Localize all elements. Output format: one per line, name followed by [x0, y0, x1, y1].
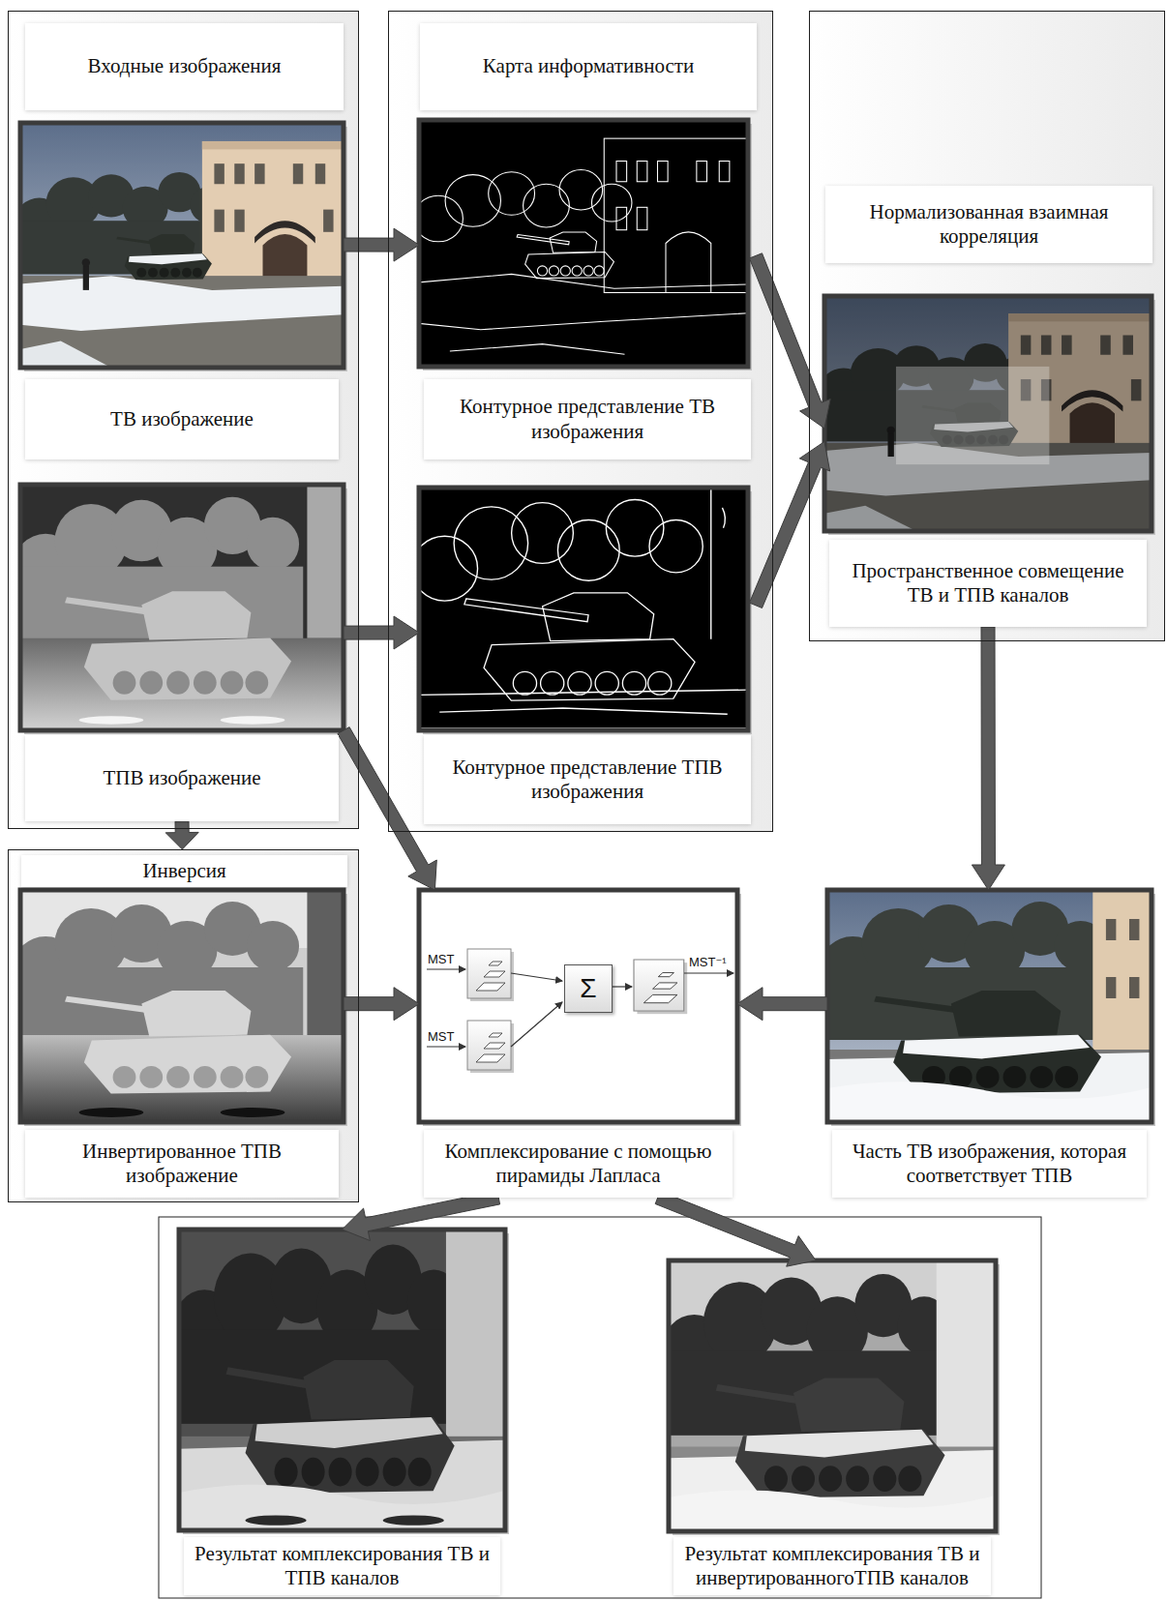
fused-image: [661, 1260, 996, 1532]
caption-box: Часть ТВ изображения, которая соответств…: [832, 1130, 1147, 1198]
inverted-image: [13, 890, 344, 1123]
node-text: Нормализованная взаимная корреляция: [833, 200, 1145, 249]
flow-arrow: [971, 627, 1005, 891]
flow-arrow: [165, 821, 199, 850]
caption-box: Комплексирование с помощью пирамиды Лапл…: [423, 1130, 733, 1198]
process-panel: Нормализованная взаимная корреляцияПрост…: [808, 10, 1166, 642]
flow-arrow: [737, 987, 828, 1021]
input-panel: Входные изображения ТВ изображениеТПВ изо…: [7, 10, 360, 830]
signal-label: MST: [427, 1029, 454, 1045]
signal-label: MST⁻¹: [688, 955, 727, 970]
panel-header: Входные изображения: [25, 23, 344, 111]
process-panel: ИнверсияИнвертированное ТПВ изображение: [7, 849, 360, 1203]
node-text: Контурное представление ТПВ изображения: [431, 755, 744, 805]
pyramid-icon: [467, 949, 514, 1002]
image-block: Контурное представление ТПВ изображения: [418, 487, 756, 825]
node-text: Часть ТВ изображения, которая соответств…: [839, 1139, 1139, 1189]
node-text: Результат комплексирования ТВ и инвертир…: [681, 1542, 984, 1591]
image-block: Пространственное совмещение ТВ и ТПВ кан…: [824, 296, 1152, 628]
image-frame: [824, 296, 1152, 532]
tv-image: [15, 122, 344, 368]
panel-fill: [808, 10, 1166, 642]
flow-arrow: [343, 987, 419, 1021]
node-text: Комплексирование с помощью пирамиды Лапл…: [431, 1139, 725, 1189]
tv-crop-image: [820, 890, 1152, 1123]
caption-box: Результат комплексирования ТВ и инвертир…: [673, 1537, 991, 1596]
contour-image: [412, 487, 749, 731]
caption-box: ТВ изображение: [25, 379, 339, 460]
flow-arrow: [343, 616, 419, 650]
panel-fill: [7, 849, 360, 1203]
node-text: ТВ изображение: [110, 407, 254, 432]
node-text: Пространственное совмещение ТВ и ТПВ кан…: [837, 559, 1139, 608]
panel-fill: [388, 10, 774, 833]
node-text: Результат комплексирования ТВ и ТПВ кана…: [191, 1542, 493, 1591]
image-frame: [418, 119, 749, 367]
flow-arrow: [749, 253, 832, 429]
flow-arrow: [655, 1192, 816, 1268]
node-text: Σ: [579, 972, 597, 1006]
image-frame: [418, 487, 749, 731]
pyramid-icon: [633, 959, 688, 1015]
image-frame: [179, 1229, 506, 1531]
caption-box: Результат комплексирования ТВ и ТПВ кана…: [183, 1537, 501, 1596]
image-frame: [827, 890, 1152, 1123]
image-frame: [668, 1260, 996, 1532]
laplace-block: Комплексирование с помощью пирамиды Лапл…: [418, 890, 738, 1198]
caption-box: Пространственное совмещение ТВ и ТПВ кан…: [829, 539, 1147, 628]
panel-header: Нормализованная взаимная корреляция: [825, 185, 1153, 264]
panel-header: Инверсия: [21, 855, 348, 888]
image-block: ТВ изображение: [20, 122, 344, 460]
image-frame: [20, 122, 344, 368]
node-text: Инверсия: [142, 859, 226, 884]
image-block: Инвертированное ТПВ изображение: [20, 890, 344, 1198]
contour-image: [413, 119, 749, 367]
image-frame: [20, 484, 344, 731]
process-panel: Карта информативностиКонтурное представл…: [388, 10, 774, 833]
node-text: Контурное представление ТВ изображения: [431, 394, 744, 444]
fused-image: [172, 1229, 506, 1531]
laplace-frame: [418, 890, 738, 1123]
node-text: Карта информативности: [482, 54, 694, 79]
flow-arrow: [342, 1191, 501, 1241]
panel-fill: [7, 10, 360, 830]
panel-header: Карта информативности: [419, 23, 757, 111]
flow-arrow: [749, 442, 831, 609]
caption-box: ТПВ изображение: [25, 735, 339, 822]
flow-arrow: [343, 228, 419, 262]
node-text: ТПВ изображение: [102, 766, 261, 791]
caption-box: Контурное представление ТПВ изображения: [423, 735, 751, 825]
result-block: Результат комплексирования ТВ и инвертир…: [668, 1260, 996, 1596]
node-text: Входные изображения: [87, 54, 281, 79]
image-frame: [20, 890, 344, 1123]
sum-box: Σ: [564, 964, 613, 1014]
result-panel: [158, 1217, 1042, 1599]
registration-image: [818, 296, 1152, 532]
thermal-image: [13, 484, 344, 731]
signal-label: MST: [427, 952, 454, 967]
caption-box: Контурное представление ТВ изображения: [423, 379, 751, 460]
caption-box: Инвертированное ТПВ изображение: [25, 1130, 339, 1198]
image-block: Контурное представление ТВ изображения: [418, 119, 756, 460]
image-block: ТПВ изображение: [20, 484, 344, 822]
pyramid-icon: [467, 1020, 514, 1074]
node-text: Инвертированное ТПВ изображение: [32, 1139, 331, 1189]
image-block: Часть ТВ изображения, которая соответств…: [827, 890, 1152, 1198]
result-block: Результат комплексирования ТВ и ТПВ кана…: [179, 1229, 506, 1596]
